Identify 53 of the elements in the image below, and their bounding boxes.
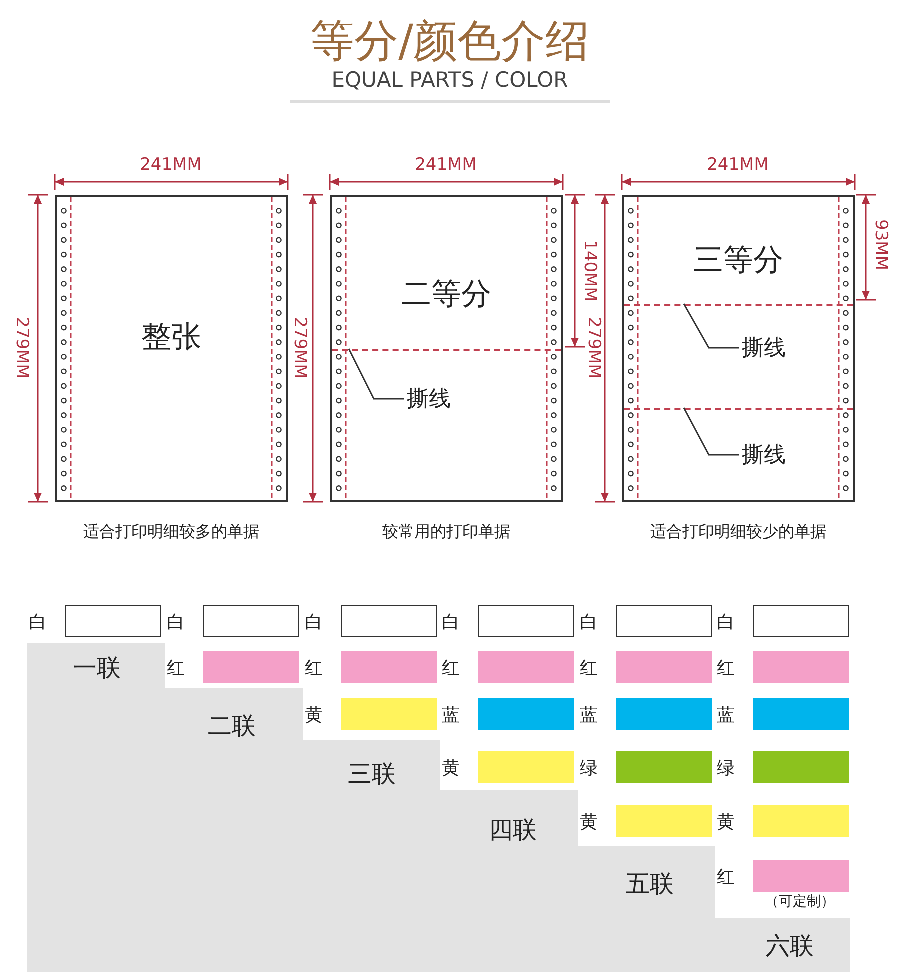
note: （可定制） [765, 893, 835, 911]
ply-count-label: 六联 [766, 931, 814, 962]
description-label: 较常用的打印单据 [382, 522, 512, 543]
ply-count-label: 四联 [489, 815, 537, 846]
tear-line [332, 349, 561, 351]
subtitle: EQUAL PARTS / COLOR [332, 68, 568, 92]
tear-line-label: 撕线 [742, 440, 786, 470]
leader-line [683, 304, 739, 349]
tear-line-label: 撕线 [742, 333, 786, 363]
dimension-label: 93MM [871, 220, 891, 270]
color-name: 白 [580, 611, 598, 634]
color-name: 蓝 [580, 704, 598, 727]
dimension-label: 241MM [707, 155, 769, 175]
color-name: 白 [167, 611, 185, 634]
tear-line [624, 408, 853, 410]
dimension-label: 241MM [415, 155, 477, 175]
dimension-label: 241MM [140, 155, 202, 175]
color-name: 白 [29, 611, 47, 634]
tear-line-label: 撕线 [407, 384, 451, 414]
dimension-label: 279MM [584, 317, 604, 379]
section-label: 整张 [140, 319, 202, 357]
color-name: 红 [717, 866, 735, 889]
section-label: 二等分 [400, 276, 492, 314]
color-name: 黄 [305, 704, 323, 727]
color-name: 白 [717, 611, 735, 634]
dimension-label: 279MM [12, 317, 32, 379]
color-name: 黄 [717, 811, 735, 834]
description-label: 适合打印明细较少的单据 [650, 522, 828, 543]
dimension-label: 279MM [290, 317, 310, 379]
color-name: 红 [442, 657, 460, 680]
color-name: 绿 [580, 757, 598, 780]
dimension-label: 140MM [580, 240, 600, 302]
color-name: 黄 [442, 757, 460, 780]
color-name: 绿 [717, 757, 735, 780]
color-name: 蓝 [717, 704, 735, 727]
color-name: 蓝 [442, 704, 460, 727]
color-name: 红 [580, 657, 598, 680]
ply-count-label: 五联 [626, 869, 674, 900]
color-name: 红 [167, 657, 185, 680]
ply-count-label: 三联 [348, 759, 396, 790]
ply-count-label: 二联 [208, 711, 256, 742]
ply-count-label: 一联 [73, 653, 121, 684]
title: 等分/颜色介绍 [310, 15, 590, 69]
section-label: 三等分 [692, 242, 784, 280]
color-name: 白 [305, 611, 323, 634]
color-name: 红 [717, 657, 735, 680]
leader-line [683, 408, 739, 456]
tear-line [624, 304, 853, 306]
description-label: 适合打印明细较多的单据 [82, 522, 260, 543]
color-name: 白 [442, 611, 460, 634]
leader-line [348, 348, 404, 400]
color-name: 红 [305, 657, 323, 680]
color-name: 黄 [580, 811, 598, 834]
